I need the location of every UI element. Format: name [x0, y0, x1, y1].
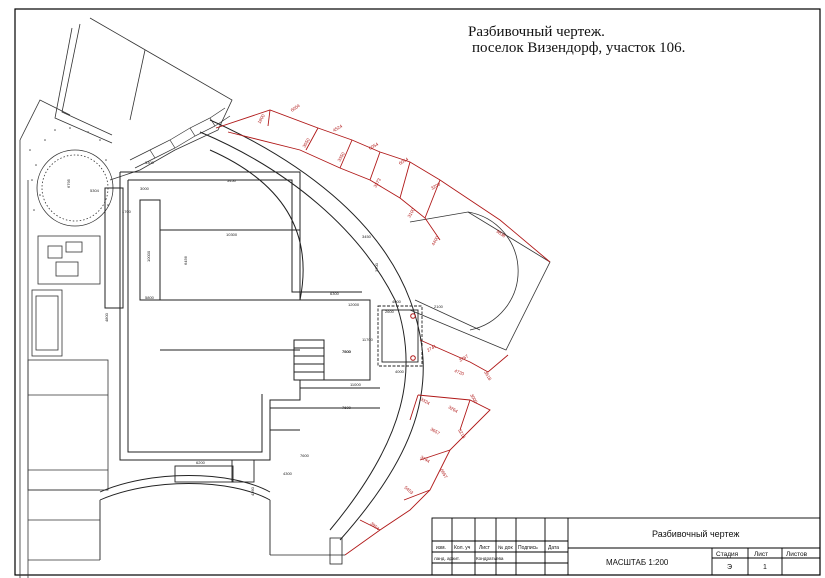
- dim-label: 5450: [227, 178, 237, 183]
- dim-label: 3264: [448, 405, 460, 415]
- dim-label: 2741: [426, 343, 438, 353]
- dim-label: 3218: [457, 428, 467, 440]
- dim-label: 5304: [90, 188, 100, 193]
- red-dimension-chain: [215, 109, 551, 556]
- dim-label: 6300: [330, 291, 340, 296]
- sheet-frame: [14, 8, 821, 576]
- dim-label: 7500: [342, 349, 352, 354]
- house-outline: [104, 171, 380, 461]
- dim-label: 3767: [458, 353, 470, 363]
- curved-lawn-edge: [199, 119, 424, 541]
- dim-label: 6795: [66, 178, 71, 188]
- tb-scale: МАСШТАБ 1:200: [606, 558, 669, 567]
- dim-label: 6456: [183, 255, 188, 265]
- dim-label: 3450: [362, 234, 372, 239]
- dim-label: 2600: [385, 309, 395, 314]
- bottom-strip: [270, 537, 345, 565]
- tb-header-kol: Кол. уч: [454, 545, 471, 551]
- dim-label: 9838: [495, 229, 506, 239]
- dim-label: 6200: [196, 460, 206, 465]
- tb-sheet-label: Лист: [754, 551, 768, 558]
- tb-header-doc: № док: [498, 545, 513, 551]
- dim-label: 3954: [369, 521, 380, 532]
- pavilion: [377, 305, 423, 367]
- dim-label: 6054: [368, 141, 380, 151]
- title-block: [431, 517, 821, 576]
- dim-label: 3350: [337, 151, 347, 163]
- dim-label: 3000: [469, 393, 479, 405]
- dim-label: 4400: [431, 235, 441, 247]
- tb-header-list: Лист: [479, 545, 491, 551]
- dim-label: 3244: [420, 455, 432, 465]
- gravel-pattern: [29, 127, 109, 211]
- dim-label: 7600: [342, 405, 352, 410]
- stairs: [129, 107, 231, 169]
- dim-label: 4000: [395, 369, 405, 374]
- dim-label: 4000: [392, 299, 402, 304]
- dim-label: 1700: [122, 209, 132, 214]
- drawing-title: Разбивочный чертеж.: [468, 24, 605, 40]
- dim-label: 3657: [430, 427, 442, 437]
- dimension-labels-black: 10300 6300 12000 7600 11000 7600 7600 62…: [66, 160, 444, 496]
- dim-label: 4300: [283, 471, 293, 476]
- left-bands: [27, 359, 109, 561]
- drawing-subtitle: поселок Визендорф, участок 106.: [472, 40, 686, 56]
- dim-label: 12000: [348, 302, 360, 307]
- dim-label: 7600: [342, 349, 352, 354]
- dim-label: 10000: [146, 250, 151, 262]
- tb-header-date: Дата: [548, 545, 559, 551]
- dim-label: 3100: [407, 207, 417, 219]
- tb-sheets-label: Листов: [786, 551, 808, 558]
- dim-label: 6657: [439, 468, 449, 480]
- dim-label: 1800: [257, 113, 267, 125]
- sector-area: [409, 211, 551, 351]
- round-bed: [36, 149, 114, 227]
- dim-label: 4720: [454, 368, 466, 376]
- dim-label: 4524: [332, 123, 344, 133]
- dim-label: 2100: [434, 304, 444, 309]
- tb-header-izm: изм.: [436, 545, 446, 551]
- dim-label: 3324: [420, 397, 432, 407]
- dim-label: 7600: [300, 453, 310, 458]
- dim-label: 11700: [362, 337, 374, 342]
- tb-role: ланд. архит.: [434, 556, 460, 561]
- tb-sheet-value: 1: [763, 564, 767, 571]
- dim-label: 3373: [373, 177, 383, 189]
- dimension-labels-red: 6054 4524 6054 6054 3050 3350 3373 3100 …: [257, 103, 507, 532]
- dim-label: 3618: [483, 370, 493, 382]
- site-boundary: [19, 17, 233, 578]
- dim-label: 3700: [374, 262, 379, 272]
- dim-label: 4800: [104, 312, 109, 322]
- dim-label: 4360: [250, 486, 255, 496]
- dim-label: 5453: [403, 485, 414, 496]
- dim-label: 10300: [226, 232, 238, 237]
- tb-drawing-name: Разбивочный чертеж: [652, 529, 739, 539]
- dim-label: 3300: [145, 160, 155, 165]
- bottom-terrace: [99, 459, 271, 560]
- dim-label: 6054: [290, 103, 301, 113]
- tb-stage-label: Стадия: [716, 551, 739, 558]
- dim-label: 3000: [140, 186, 150, 191]
- dim-label: 11000: [350, 382, 362, 387]
- dim-label: 5800: [145, 295, 155, 300]
- tb-stage-value: Э: [727, 564, 732, 571]
- dim-label: 3200: [430, 181, 442, 191]
- tb-name: Кондратьева: [476, 556, 504, 561]
- dim-label: 6054: [398, 156, 410, 166]
- light-point-1: [410, 313, 416, 319]
- tb-header-sign: Подпись: [518, 545, 538, 551]
- light-point-2: [410, 355, 416, 361]
- dim-label: 3050: [302, 137, 312, 149]
- outbuilding: [31, 235, 101, 357]
